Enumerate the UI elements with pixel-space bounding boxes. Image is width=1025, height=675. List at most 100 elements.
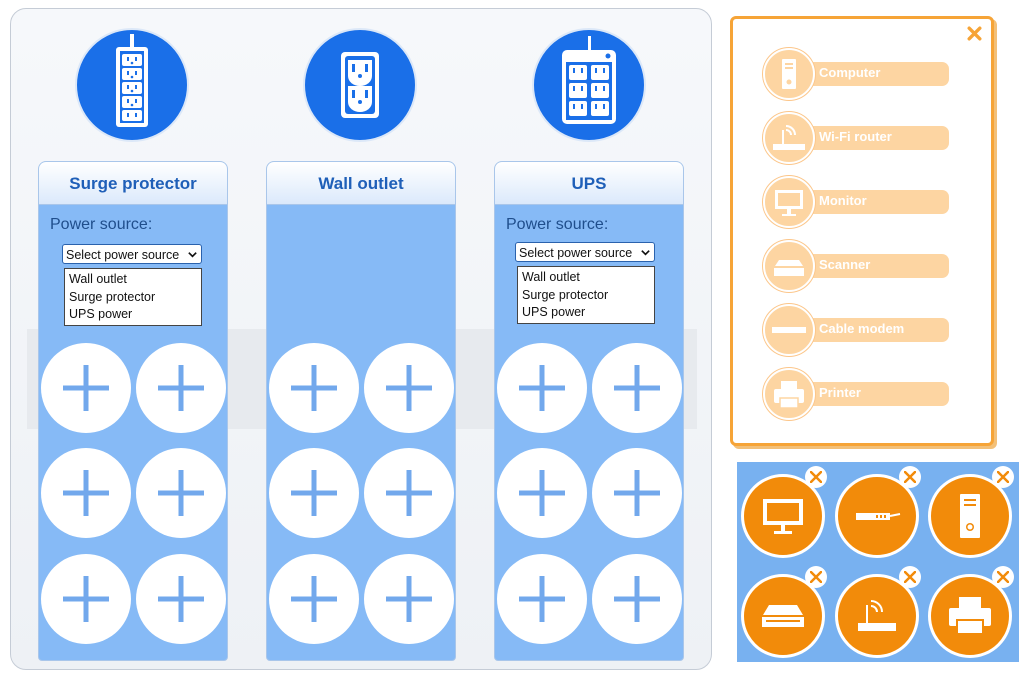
plus-icon [291,470,337,516]
close-icon[interactable] [966,25,983,42]
computer-tower-icon [763,48,815,100]
plugged-device[interactable] [926,566,1016,658]
outlet-slot[interactable] [136,343,226,433]
select-value: Select power source [66,248,180,262]
outlet-slot[interactable] [269,554,359,644]
close-icon [997,571,1009,583]
plugged-device[interactable] [926,466,1016,558]
computer-tower-icon [928,474,1012,558]
select-value: Select power source [519,246,633,260]
plus-icon [614,576,660,622]
outlet-slot[interactable] [497,554,587,644]
close-icon [997,471,1009,483]
plus-icon [519,365,565,411]
column-title: Wall outlet [267,162,455,205]
option-wall-outlet[interactable]: Wall outlet [522,270,580,284]
close-icon [810,471,822,483]
outlet-slot[interactable] [592,343,682,433]
power-source-options: Wall outlet Surge protector UPS power [517,266,655,324]
plus-icon [63,576,109,622]
device-item-computer[interactable]: Computer [763,48,949,100]
plus-icon [614,470,660,516]
remove-device-button[interactable] [805,466,827,488]
device-item-scanner[interactable]: Scanner [763,240,949,292]
option-ups-power[interactable]: UPS power [522,305,586,319]
chevron-down-icon [641,250,650,256]
monitor-icon [763,176,815,228]
close-icon [810,571,822,583]
device-item-wifi-router[interactable]: Wi-Fi router [763,112,949,164]
plus-icon [386,576,432,622]
outlet-slot[interactable] [364,343,454,433]
close-icon [904,471,916,483]
cable-modem-icon [763,304,815,356]
close-icon [904,571,916,583]
cable-modem-icon [835,474,919,558]
ups-column: UPS Power source: Select power source Wa… [494,161,684,661]
remove-device-button[interactable] [805,566,827,588]
plus-icon [291,365,337,411]
device-label: Wi-Fi router [819,129,892,144]
wall-outlet-column: Wall outlet [266,161,456,661]
plus-icon [519,576,565,622]
outlet-slot[interactable] [136,448,226,538]
remove-device-button[interactable] [992,466,1014,488]
plus-icon [63,470,109,516]
device-item-cable-modem[interactable]: Cable modem [763,304,949,356]
scanner-icon [763,240,815,292]
device-label: Scanner [819,257,871,272]
device-label: Printer [819,385,861,400]
plus-icon [158,365,204,411]
outlet-slot[interactable] [136,554,226,644]
outlet-slot[interactable] [269,343,359,433]
printer-icon [763,368,815,420]
outlet-slot[interactable] [364,554,454,644]
monitor-icon [741,474,825,558]
outlet-slot[interactable] [592,554,682,644]
column-title: UPS [495,162,683,205]
device-label: Cable modem [819,321,905,336]
power-source-select[interactable]: Select power source [62,244,202,264]
plugged-device[interactable] [833,466,923,558]
plugged-device[interactable] [739,566,829,658]
outlet-slot[interactable] [592,448,682,538]
remove-device-button[interactable] [899,466,921,488]
column-title: Surge protector [39,162,227,205]
plus-icon [158,576,204,622]
outlet-slot[interactable] [269,448,359,538]
option-wall-outlet[interactable]: Wall outlet [69,272,127,286]
device-item-monitor[interactable]: Monitor [763,176,949,228]
outlet-slot[interactable] [41,554,131,644]
option-surge-protector[interactable]: Surge protector [69,289,156,304]
power-source-label: Power source: [506,216,609,233]
wifi-router-icon [835,574,919,658]
option-surge-protector[interactable]: Surge protector [522,287,609,302]
device-item-printer[interactable]: Printer [763,368,949,420]
option-ups-power[interactable]: UPS power [69,307,133,321]
plus-icon [63,365,109,411]
outlet-slot[interactable] [41,448,131,538]
outlet-slot[interactable] [497,448,587,538]
outlet-slot[interactable] [364,448,454,538]
surge-protector-column: Surge protector Power source: Select pow… [38,161,228,661]
power-source-label: Power source: [50,216,153,233]
remove-device-button[interactable] [899,566,921,588]
printer-icon [928,574,1012,658]
wall-socket-icon [303,28,417,142]
device-label: Monitor [819,193,867,208]
outlet-slot[interactable] [497,343,587,433]
plus-icon [291,576,337,622]
power-source-select[interactable]: Select power source [515,242,655,262]
plus-icon [519,470,565,516]
plus-icon [386,365,432,411]
remove-device-button[interactable] [992,566,1014,588]
scanner-icon [741,574,825,658]
power-setup-panel: Surge protector Power source: Select pow… [10,8,712,670]
power-source-options: Wall outlet Surge protector UPS power [64,268,202,326]
plugged-device[interactable] [833,566,923,658]
wifi-router-icon [763,112,815,164]
power-strip-icon [75,28,189,142]
ups-icon [532,28,646,142]
plugged-device[interactable] [739,466,829,558]
outlet-slot[interactable] [41,343,131,433]
